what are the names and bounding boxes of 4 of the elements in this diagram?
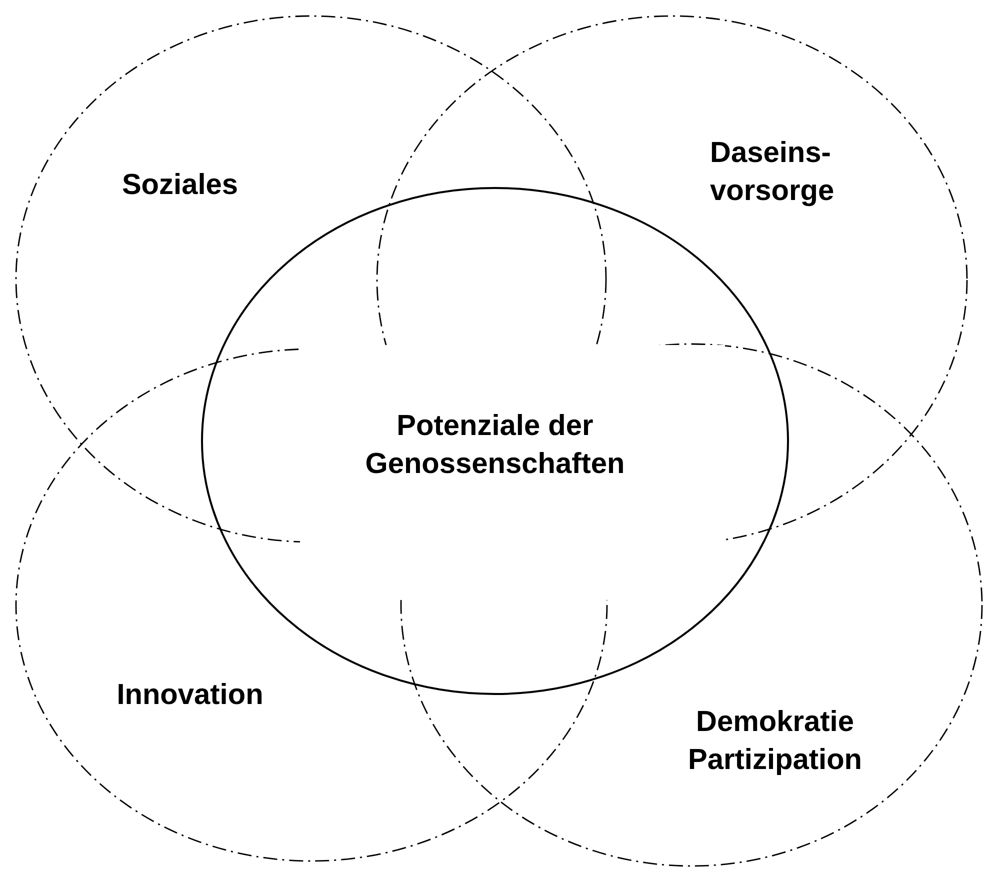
region-label: Demokratie Partizipation [686,705,863,778]
region-label: Innovation [116,678,264,713]
region-label: Potenziale der Genossenschaften [365,409,625,482]
region-label: Soziales [120,168,240,203]
